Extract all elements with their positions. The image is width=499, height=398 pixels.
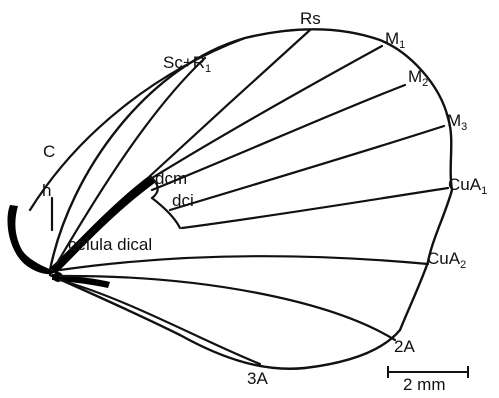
cua2-vein [58,255,430,272]
label-dci: dci [172,191,194,210]
scale-bar-label: 2 mm [403,375,446,394]
label-humeral: h [42,181,51,200]
label-costa: C [43,142,55,161]
label-m3: M3 [447,111,467,133]
sc-r1-vein [54,56,207,267]
label-m1: M1 [385,29,405,51]
wing-base-sclerite [7,205,56,275]
label-3a: 3A [247,369,268,388]
2a-vein [58,274,397,342]
label-rs: Rs [300,9,321,28]
label-dcm: dcm [155,169,187,188]
cua1-vein [180,186,450,230]
discal-crossvein-dcm [148,174,159,200]
costa-vein [28,36,247,212]
label-cua2: CuA2 [427,249,466,271]
rs-vein [148,28,312,178]
discal-crossvein-dci [150,196,182,230]
label-2a: 2A [394,337,415,356]
discal-cell-thick-vein [50,175,156,274]
wing-outline [48,28,454,370]
label-cua1: CuA1 [448,175,487,197]
label-m2: M2 [408,67,428,89]
3a-vein [58,278,262,366]
scale-bar: 2 mm [387,366,469,394]
anal-base-thick [52,274,110,288]
m1-vein [150,44,384,180]
m3-vein [168,124,446,212]
label-discal-cell: célula dical [68,235,152,254]
label-sc-r1: Sc+R1 [163,53,211,75]
m2-vein [150,83,407,192]
